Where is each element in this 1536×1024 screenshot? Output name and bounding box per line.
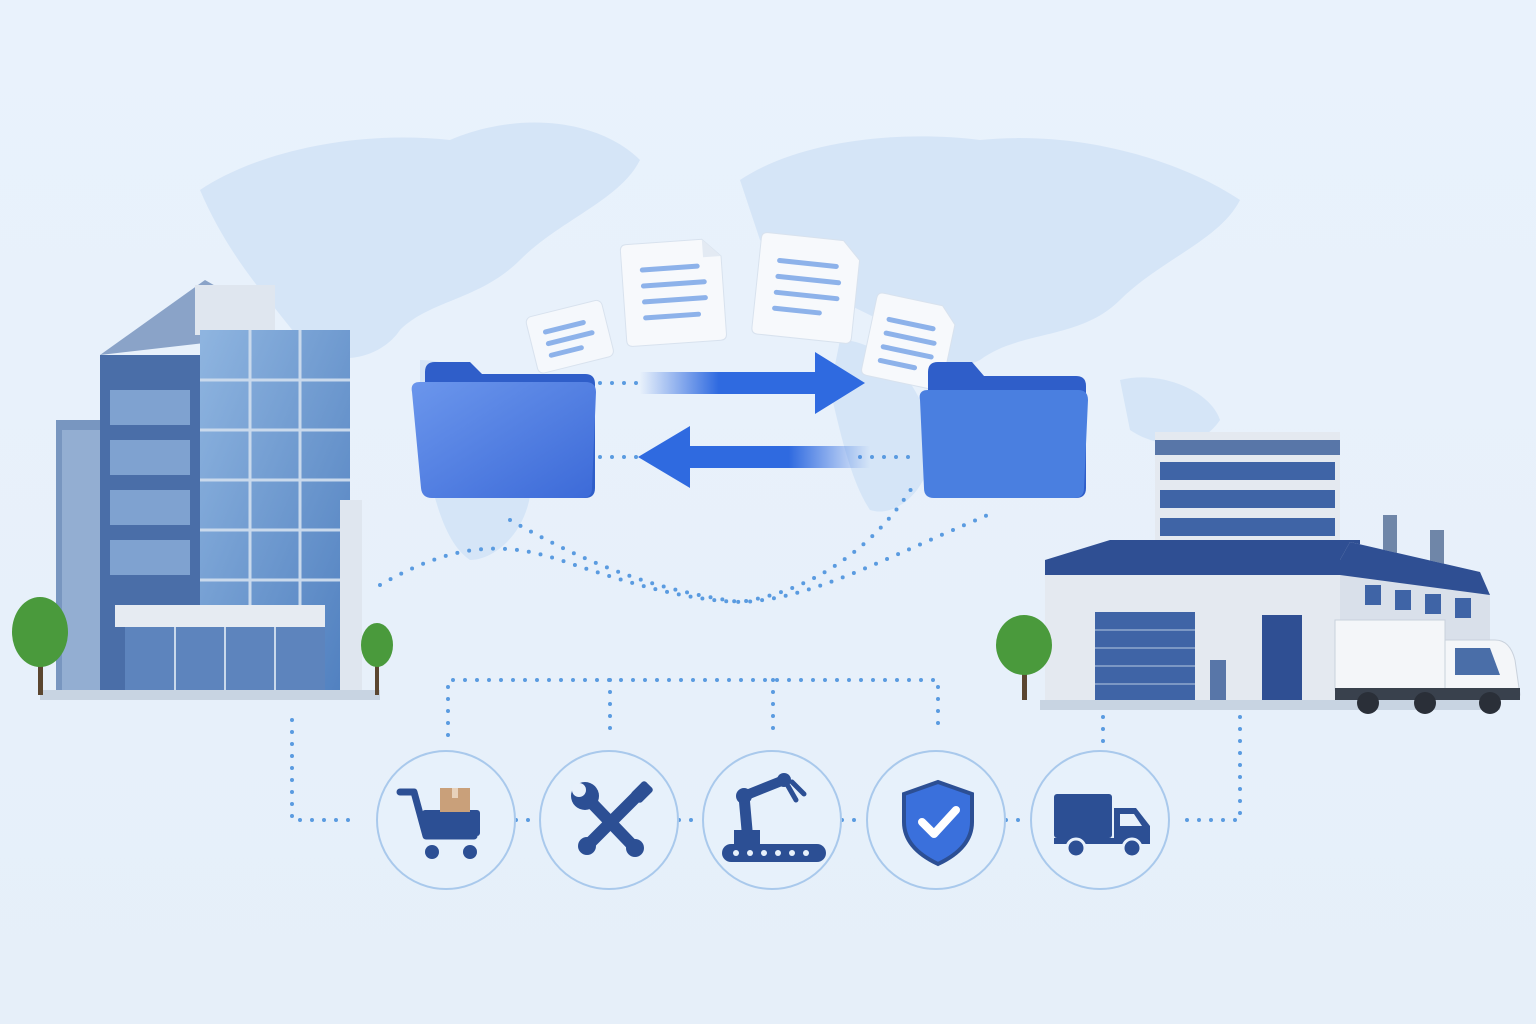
security-shield-icon — [902, 779, 974, 867]
tree-icon — [361, 623, 393, 695]
documents — [525, 232, 956, 391]
transfer-arrows — [638, 352, 870, 488]
security-badge[interactable] — [866, 750, 1006, 890]
network-lines-upper — [378, 381, 997, 605]
tree-icon — [996, 615, 1052, 700]
document-icon — [525, 299, 614, 374]
ecommerce-badge[interactable] — [376, 750, 516, 890]
semi-truck-icon — [1334, 619, 1521, 714]
factory-building — [1040, 432, 1500, 710]
source-folder-icon — [411, 362, 596, 498]
network-lines-lower — [290, 678, 1242, 822]
document-icon — [751, 232, 861, 344]
robotic-arm-icon — [722, 773, 826, 862]
destination-folder-icon — [919, 362, 1088, 498]
document-icon — [619, 238, 727, 347]
maintenance-badge[interactable] — [539, 750, 679, 890]
tree-icon — [12, 597, 68, 695]
delivery-truck-icon — [1054, 794, 1150, 859]
wrench-screwdriver-icon — [571, 781, 653, 857]
office-building — [40, 280, 380, 700]
logistics-badge[interactable] — [1030, 750, 1170, 890]
shopping-cart-icon — [396, 788, 480, 859]
arrow-right-icon — [640, 352, 865, 414]
arrow-left-icon — [638, 426, 870, 488]
manufacturing-badge[interactable] — [702, 750, 842, 890]
